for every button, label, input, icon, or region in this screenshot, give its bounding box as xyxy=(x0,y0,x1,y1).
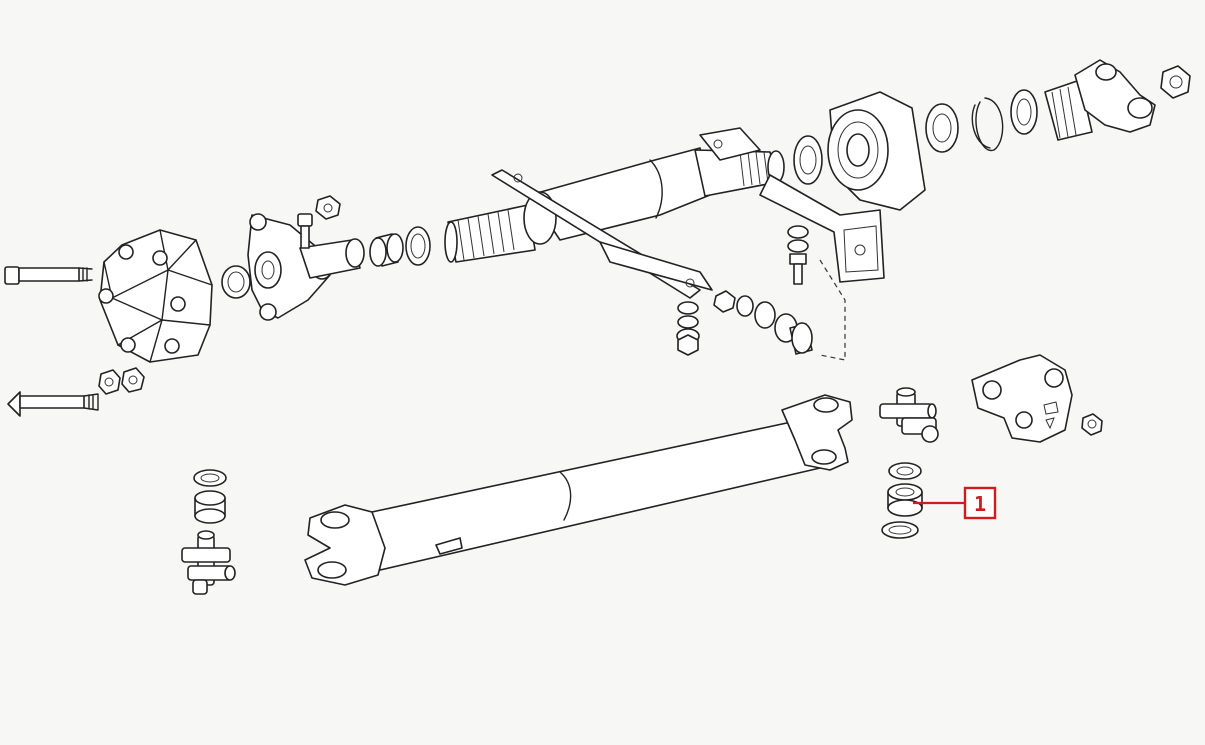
washer-stack-middle xyxy=(676,301,700,356)
needle-bearing-left xyxy=(194,490,226,524)
circlip-ring xyxy=(971,97,1004,151)
rear-support-bracket xyxy=(971,354,1073,443)
ball-bearing-ring xyxy=(925,103,959,153)
front-flange xyxy=(247,213,365,321)
propeller-shaft-rear xyxy=(304,394,853,586)
universal-joint-cross-right xyxy=(879,387,939,443)
washer-row-middle xyxy=(713,290,813,355)
hex-nut-right xyxy=(1160,65,1191,99)
split-ring-left xyxy=(405,226,431,266)
nut-small-top xyxy=(315,195,341,220)
dust-cover-ring xyxy=(1010,89,1038,135)
intermediate-bracket xyxy=(491,127,761,299)
needle-bearing-cup xyxy=(887,483,923,517)
universal-joint-cross-left xyxy=(181,530,236,595)
rubber-bushing xyxy=(369,233,404,267)
hex-nut-bracket xyxy=(1081,413,1103,436)
center-bearing-bracket xyxy=(759,174,885,361)
rear-yoke xyxy=(1044,59,1156,141)
flex-disc xyxy=(98,229,213,363)
bolt-small-top xyxy=(297,213,313,249)
snap-ring-right xyxy=(881,521,919,539)
bearing-washers xyxy=(787,225,809,285)
centering-sleeve xyxy=(221,265,251,299)
callout-label: 1 xyxy=(974,492,986,516)
lower-left-bolt xyxy=(7,391,99,417)
center-bearing xyxy=(793,91,926,211)
needle-bearing-washer xyxy=(888,462,922,480)
snap-ring-left xyxy=(193,469,227,487)
hex-nut-left xyxy=(98,367,145,395)
upper-left-bolt xyxy=(4,266,93,285)
callout-1: 1 xyxy=(913,486,997,520)
